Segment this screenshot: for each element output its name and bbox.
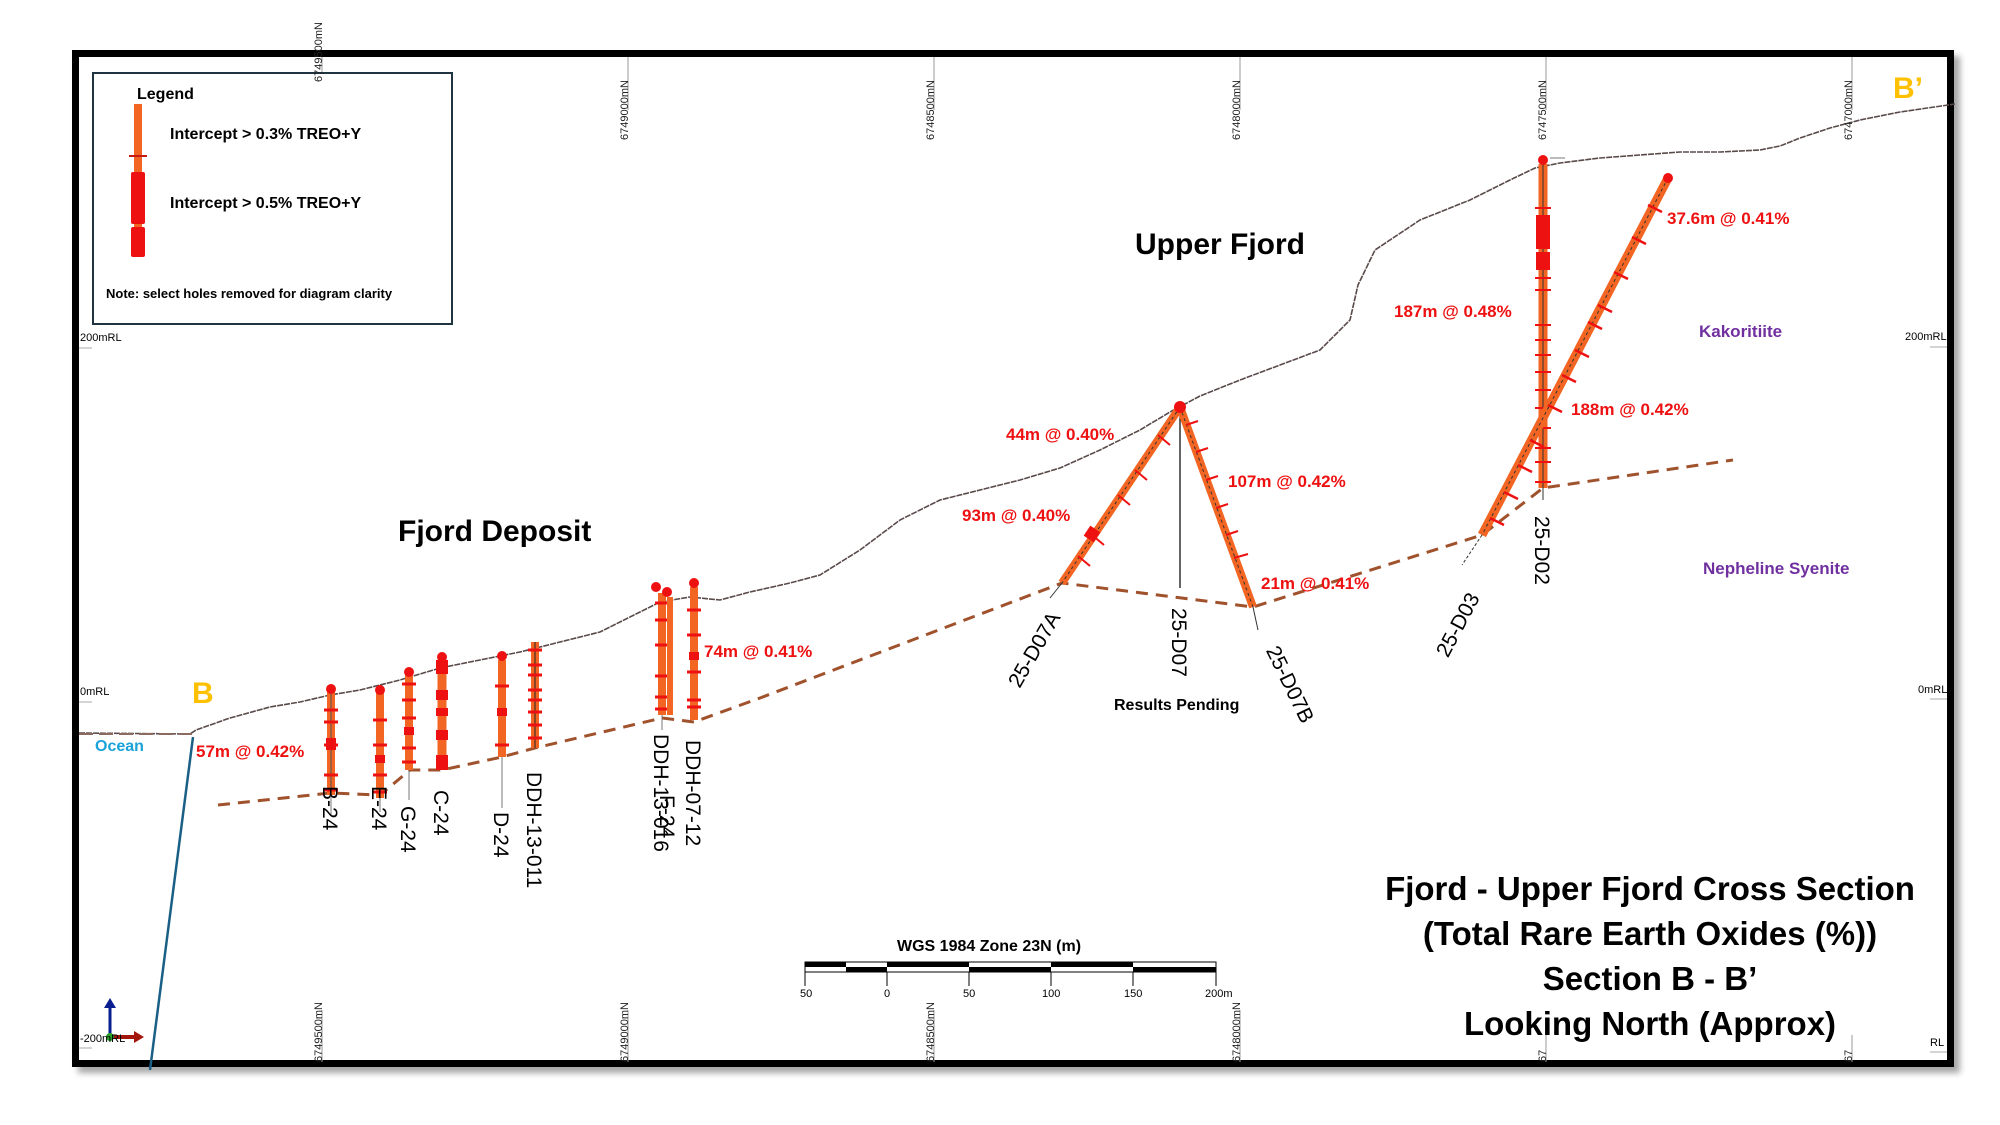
scale-tick: 0 xyxy=(884,988,891,1000)
drillhole-ddh-07-12 xyxy=(687,578,701,720)
legend-tick-icon xyxy=(129,155,147,157)
scale-tick: 100 xyxy=(1042,988,1061,1000)
northing-label-bottom: 6748000mN xyxy=(1231,1002,1243,1062)
hole-label-25-d02: 25-D02 xyxy=(1530,516,1553,585)
title-line-2: (Total Rare Earth Oxides (%)) xyxy=(1422,915,1878,952)
hole-label-25-d07: 25-D07 xyxy=(1167,608,1190,677)
northing-label-top: 6748000mN xyxy=(1231,80,1243,140)
northing-label-bottom: 67 xyxy=(1537,1049,1549,1062)
rl-label-right-bottom: RL xyxy=(1930,1037,1945,1049)
northing-label-bottom: 6749000mN xyxy=(619,1002,631,1062)
scale-bar-title: WGS 1984 Zone 23N (m) xyxy=(897,938,1082,955)
scale-tick: 50 xyxy=(800,988,813,1000)
northing-ticks-bottom xyxy=(321,1010,1853,1062)
northing-label-top: 6748500mN xyxy=(925,80,937,140)
northing-ticks-top xyxy=(321,57,1853,110)
scale-tick: 50 xyxy=(963,988,976,1000)
drillhole-b-24 xyxy=(324,684,338,815)
intercept-label: 187m @ 0.48% xyxy=(1394,302,1512,321)
drillhole-g-24 xyxy=(402,667,416,800)
area-label-fjord-deposit: Fjord Deposit xyxy=(398,515,592,548)
hole-label-b-24: B-24 xyxy=(318,786,341,831)
rl-label-left-0: 0mRL xyxy=(80,686,110,698)
drillhole-25-d02 xyxy=(1535,155,1565,500)
intercept-label: 93m @ 0.40% xyxy=(962,506,1071,525)
rl-label-left-minus200: -200mRL xyxy=(80,1033,126,1045)
hole-label-e-24: E-24 xyxy=(367,786,390,831)
rl-label-right-0: 0mRL xyxy=(1918,684,1948,696)
drillhole-25-d07a xyxy=(1049,404,1184,599)
intercept-label: 188m @ 0.42% xyxy=(1571,400,1689,419)
rl-label-left-200: 200mRL xyxy=(80,332,122,344)
scale-tick: 200m xyxy=(1205,988,1233,1000)
scale-bar xyxy=(804,961,1217,986)
section-point-start: B xyxy=(192,677,214,710)
hole-label-f-24: F-24 xyxy=(655,795,678,839)
topography-line xyxy=(78,103,1956,735)
hole-label-ddh-13-011: DDH-13-011 xyxy=(522,772,545,889)
rl-ticks xyxy=(79,346,1947,1053)
northing-label-bottom: 6749500mN xyxy=(313,1002,325,1062)
axis-orientation-icon xyxy=(104,998,144,1043)
legend-note: Note: select holes removed for diagram c… xyxy=(106,286,393,301)
intercept-label: 107m @ 0.42% xyxy=(1228,472,1346,491)
area-label-upper-fjord: Upper Fjord xyxy=(1135,228,1305,261)
rl-label-right-200: 200mRL xyxy=(1905,331,1947,343)
northing-label-top: 6747000mN xyxy=(1843,80,1855,140)
fjord-drillholes xyxy=(324,578,701,815)
legend-item-0.3: Intercept > 0.3% TREO+Y xyxy=(170,126,362,143)
title-block: Fjord - Upper Fjord Cross Section (Total… xyxy=(1330,866,1970,1046)
intercept-label: 44m @ 0.40% xyxy=(1006,425,1115,444)
drillhole-d-24 xyxy=(495,651,509,808)
title-line-1: Fjord - Upper Fjord Cross Section xyxy=(1385,870,1915,907)
intercept-label: 57m @ 0.42% xyxy=(196,742,305,761)
rock-label-nepheline-syenite: Nepheline Syenite xyxy=(1703,559,1850,578)
intercept-label: 37.6m @ 0.41% xyxy=(1667,209,1790,228)
title-line-4: Looking North (Approx) xyxy=(1463,1005,1837,1042)
northing-label-bottom: 67 xyxy=(1843,1049,1855,1062)
hole-label-g-24: G-24 xyxy=(396,806,419,853)
drillhole-ddh-13-016 xyxy=(651,582,669,715)
intercept-label: 21m @ 0.41% xyxy=(1261,574,1370,593)
title-line-3: Section B - B’ xyxy=(1542,960,1758,997)
northing-label-top: 6747500mN xyxy=(1537,80,1549,140)
upper-fjord-drillholes xyxy=(1049,155,1673,631)
legend-panel: Legend Intercept > 0.3% TREO+Y Intercept… xyxy=(92,72,453,325)
legend-red-intercept-icon xyxy=(131,172,145,224)
intercept-label: 74m @ 0.41% xyxy=(704,642,813,661)
ocean-label: Ocean xyxy=(95,738,144,755)
drillhole-25-d03 xyxy=(1461,173,1673,566)
drillhole-25-d07b xyxy=(1174,401,1259,631)
drillhole-f-24 xyxy=(661,587,673,730)
legend-item-0.5: Intercept > 0.5% TREO+Y xyxy=(170,195,362,212)
results-pending-label: Results Pending xyxy=(1114,697,1240,714)
coastline xyxy=(148,736,195,1071)
northing-label-top: 6749500mN xyxy=(313,22,325,82)
hole-label-d-24: D-24 xyxy=(489,812,512,858)
rock-label-kakortokite: Kakoritiite xyxy=(1699,322,1783,341)
northing-label-top: 6749000mN xyxy=(619,80,631,140)
hole-label-c-24: C-24 xyxy=(429,790,452,836)
hole-label-ddh-07-12: DDH-07-12 xyxy=(681,740,704,847)
section-point-end: B’ xyxy=(1893,72,1923,105)
drillhole-ddh-13-011 xyxy=(528,642,542,748)
northing-label-bottom: 6748500mN xyxy=(925,1002,937,1062)
legend-title: Legend xyxy=(137,86,194,103)
scale-tick: 150 xyxy=(1124,988,1143,1000)
drillhole-e-24 xyxy=(373,685,387,812)
drillhole-c-24 xyxy=(436,652,448,770)
legend-red-intercept-icon-2 xyxy=(131,227,145,257)
